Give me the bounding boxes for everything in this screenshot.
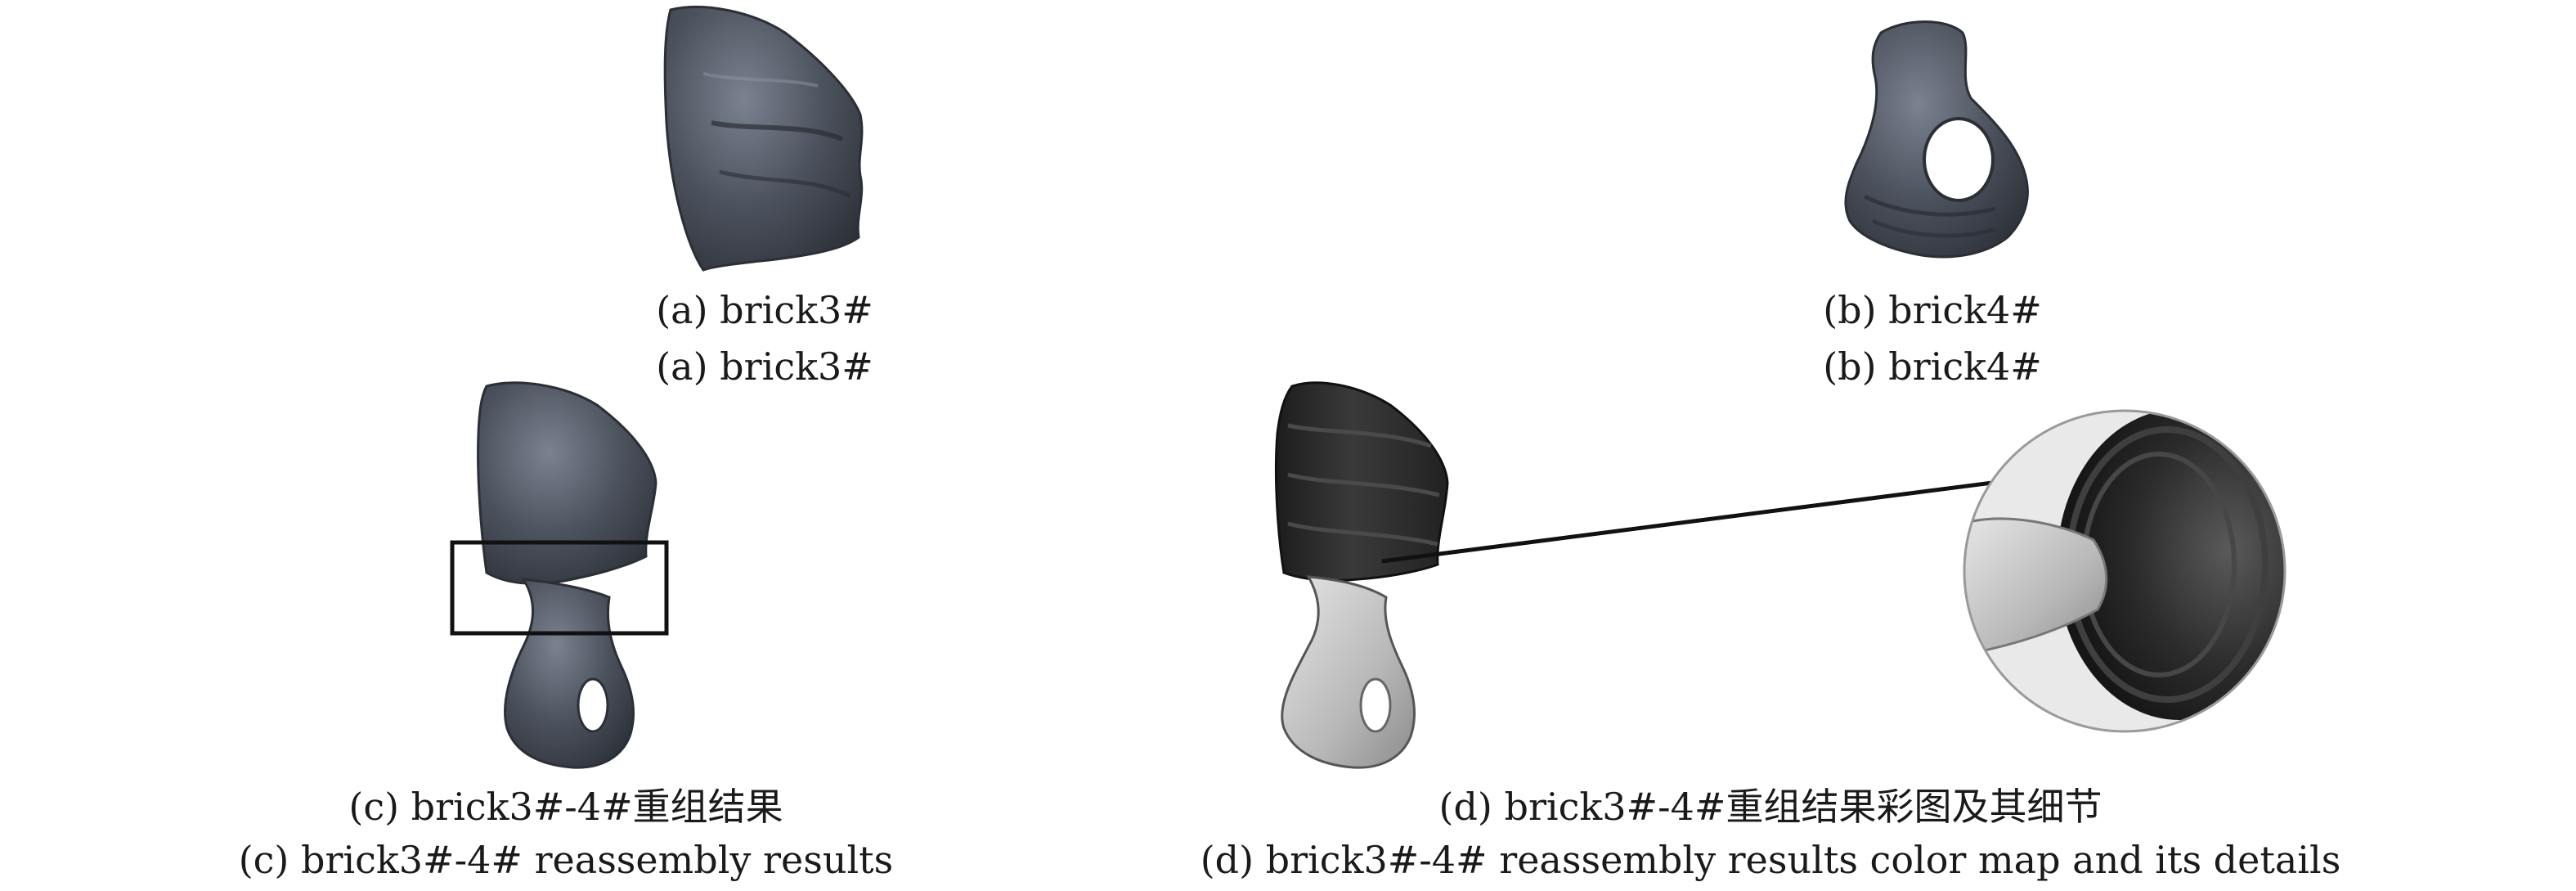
detail-arrow <box>1381 479 2024 564</box>
caption-b-cn: (b) brick4# <box>1823 288 2042 332</box>
caption-b-en: (b) brick4# <box>1823 344 2042 389</box>
detail-magnifier <box>1964 411 2285 731</box>
detail-box <box>450 540 669 636</box>
caption-d-cn: (d) brick3#-4#重组结果彩图及其细节 <box>1438 785 2103 829</box>
brick4-hand-image <box>1844 20 2029 259</box>
brick3-sleeve-image <box>663 5 864 272</box>
caption-c-cn: (c) brick3#-4#重组结果 <box>348 785 783 829</box>
caption-a-en: (a) brick3# <box>656 344 873 389</box>
caption-c-en: (c) brick3#-4# reassembly results <box>238 838 894 882</box>
reassembly-stone-image <box>450 381 669 769</box>
caption-a-cn: (a) brick3# <box>656 288 873 332</box>
caption-d-en: (d) brick3#-4# reassembly results color … <box>1200 838 2341 882</box>
reassembly-render-image <box>1274 381 2287 769</box>
